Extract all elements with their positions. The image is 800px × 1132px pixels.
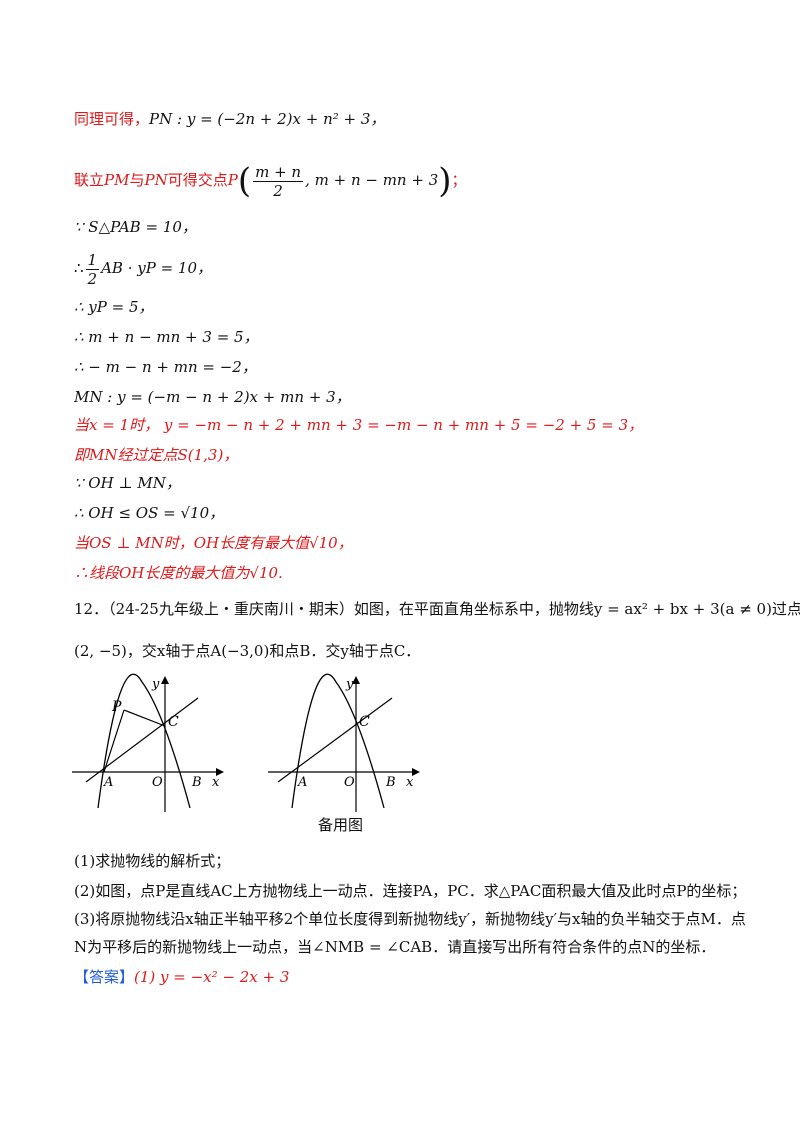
label-y: y (151, 677, 160, 692)
label-x: x (212, 775, 220, 790)
solution-line-eq2: ∴ − m − n + mn = −2， (74, 358, 257, 376)
solution-line-area: ∵ S△PAB = 10， (74, 218, 197, 236)
math-expr: PN : y = (−2n + 2)x + n² + 3， (149, 110, 386, 128)
answer-line: 【答案】(1) y = −x² − 2x + 3 (74, 966, 289, 988)
label-B-spare: B (385, 775, 396, 790)
solution-line-ineq: ∴ OH ≤ OS = √10， (74, 504, 225, 522)
fraction-num: m + n (253, 162, 304, 182)
text-end: ； (451, 171, 467, 189)
text-mid: 与 (129, 171, 145, 189)
label-C: C (168, 714, 179, 730)
solution-line-x1: 当x = 1时， y = −m − n + 2 + mn + 3 = −m − … (74, 416, 644, 434)
fraction-num: 1 (85, 250, 100, 270)
question-2: (2)如图，点P是直线AC上方抛物线上一动点．连接PA，PC．求△PAC面积最大… (74, 882, 747, 900)
figure-spare: C A O B x y (268, 673, 420, 812)
label-C-spare: C (359, 714, 370, 730)
math-p: P (227, 171, 238, 189)
solution-line-mn: MN : y = (−m − n + 2)x + mn + 3， (74, 388, 351, 406)
label-O: O (152, 775, 163, 790)
problem-line-1: 12．（24-25九年级上・重庆南川・期末）如图，在平面直角坐标系中，抛物线y … (74, 600, 800, 618)
math-expr: AB · yP = 10， (101, 259, 213, 277)
math-pn: PN (144, 171, 168, 189)
label-A-spare: A (297, 775, 307, 790)
problem-line-2: (2, −5)，交x轴于点A(−3,0)和点B．交y轴于点C． (74, 642, 421, 660)
fraction-den: 2 (273, 181, 283, 200)
solution-line-max: 当OS ⊥ MN时，OH长度有最大值√10， (74, 534, 353, 552)
question-1: (1)求抛物线的解析式； (74, 852, 231, 870)
answer-tag: 【答案】 (74, 968, 135, 986)
therefore: ∴ (74, 259, 84, 277)
fraction-den: 2 (87, 269, 98, 288)
label-P: P (111, 699, 122, 715)
figure-main: P C A O B x y (72, 673, 224, 812)
text-body: 可得交点 (167, 171, 228, 189)
label-A: A (103, 775, 113, 790)
solution-line-eq1: ∴ m + n − mn + 3 = 5， (74, 328, 259, 346)
question-3a: (3)将原抛物线沿x轴正半轴平移2个单位长度得到新抛物线y′，新抛物线y′与x轴… (74, 910, 746, 928)
text-prefix: 联立 (74, 171, 105, 189)
question-3b: N为平移后的新抛物线上一动点，当∠NMB = ∠CAB．请直接写出所有符合条件的… (74, 938, 716, 956)
solution-line-yp: ∴ yP = 5， (74, 298, 154, 316)
text-prefix: 同理可得， (74, 110, 150, 128)
label-O-spare: O (344, 775, 355, 790)
answer-text: (1) y = −x² − 2x + 3 (134, 968, 290, 986)
label-y-spare: y (345, 677, 354, 692)
solution-line-pn: 同理可得，PN : y = (−2n + 2)x + n² + 3， (74, 108, 385, 130)
label-B: B (191, 775, 202, 790)
math-rest: , m + n − mn + 3 (305, 171, 439, 189)
label-x-spare: x (406, 775, 414, 790)
solution-line-perp: ∵ OH ⊥ MN， (74, 474, 181, 492)
figure-caption: 备用图 (318, 816, 364, 834)
solution-line-fixed-point: 即MN经过定点S(1,3)， (74, 446, 239, 464)
math-pm: PM (104, 171, 130, 189)
solution-line-conclusion: ∴线段OH长度的最大值为√10. (74, 564, 283, 582)
